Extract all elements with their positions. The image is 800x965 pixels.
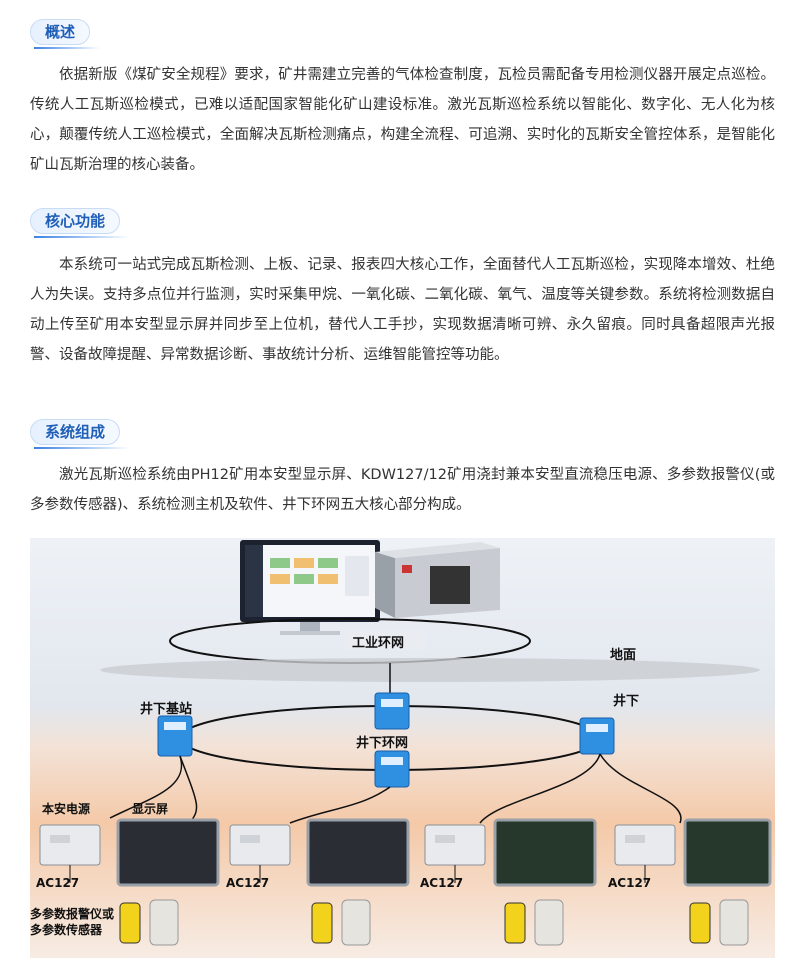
section-title: 系统组成 [30, 419, 121, 445]
host-computer-icon [375, 542, 500, 618]
section-overview-heading: 概述 [30, 18, 101, 49]
display-label: 显示屏 [132, 802, 169, 816]
detector-label: 多参数报警仪或 多参数传感器 [30, 907, 115, 937]
diagram-graphics [39, 540, 772, 946]
base-station-label: 井下基站 [140, 702, 193, 717]
power-display-sets [39, 818, 772, 887]
monitor-icon [240, 540, 380, 635]
ac-label: AC127 [420, 876, 464, 890]
ac-label: AC127 [608, 876, 652, 890]
section-core-heading: 核心功能 [30, 207, 131, 238]
power-supply-label: 本安电源 [42, 802, 91, 816]
industrial-ring-label: 工业环网 [352, 636, 405, 651]
ac-label: AC127 [226, 876, 270, 890]
overview-paragraph: 依据新版《煤矿安全规程》要求，矿井需建立完善的气体检查制度，瓦检员需配备专用检测… [30, 67, 775, 173]
detector-icons [119, 899, 749, 946]
section-title: 概述 [30, 19, 91, 45]
ac-label: AC127 [36, 876, 80, 890]
section-composition-heading: 系统组成 [30, 418, 131, 449]
underground-ring-label: 井下环网 [356, 736, 409, 751]
ground-label: 地面 [610, 648, 637, 663]
system-diagram: 工业环网 地面 井下 井下基站 井下环网 本安电源 显示屏 AC127 AC12… [30, 538, 775, 958]
underground-label: 井下 [613, 694, 640, 709]
section-title: 核心功能 [30, 208, 121, 234]
composition-paragraph: 激光瓦斯巡检系统由PH12矿用本安型显示屏、KDW127/12矿用浇封兼本安型直… [30, 467, 775, 513]
core-function-paragraph: 本系统可一站式完成瓦斯检测、上板、记录、报表四大核心工作，全面替代人工瓦斯巡检，… [30, 257, 775, 363]
